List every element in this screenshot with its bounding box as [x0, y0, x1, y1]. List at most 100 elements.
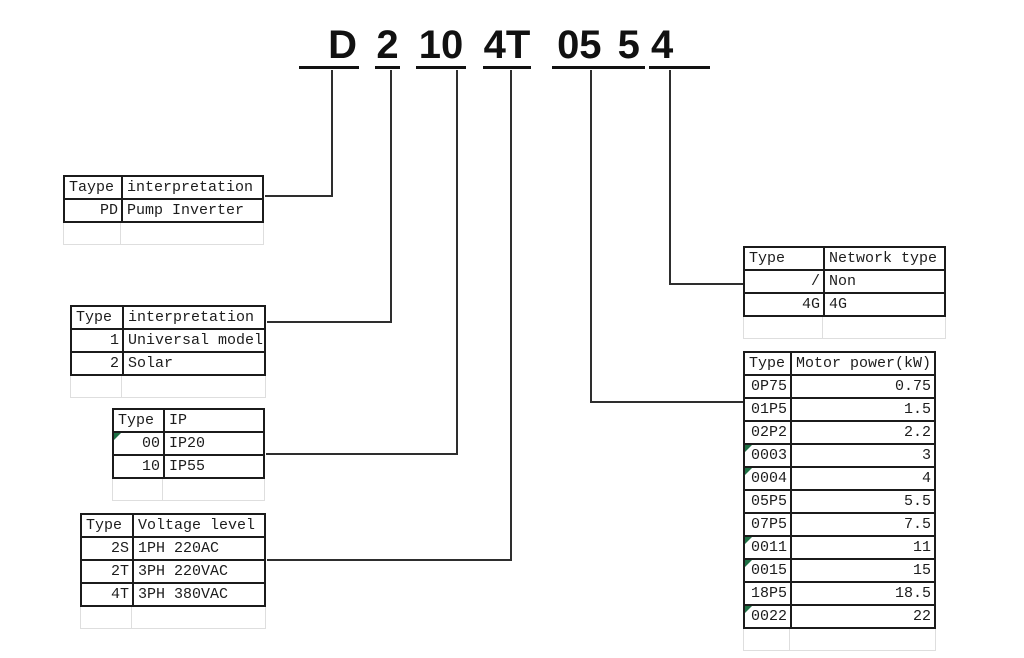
connector-voltage-vertical [510, 70, 512, 561]
cell: 22 [790, 606, 934, 627]
empty-grid-row [63, 223, 264, 245]
cell: 0004 [745, 468, 790, 489]
connector-ip-horizontal [266, 453, 458, 455]
code-segment-model: 2 [375, 23, 400, 69]
connector-network-horizontal [669, 283, 744, 285]
green-corner-marker-icon [114, 433, 121, 440]
green-corner-marker-icon [745, 445, 752, 452]
cell: 4G [823, 294, 944, 315]
empty-grid-cell [121, 376, 264, 397]
column-header: Type [86, 517, 123, 534]
empty-grid-row [70, 376, 266, 398]
empty-grid-row [112, 479, 265, 501]
cell: 0022 [745, 606, 790, 627]
cell: 1PH 220AC [132, 538, 264, 559]
green-corner-marker-icon [745, 468, 752, 475]
cell: 10 [141, 458, 160, 475]
empty-grid-row [743, 317, 946, 339]
connector-motor-vertical [590, 70, 592, 403]
cell: 1 [109, 332, 119, 349]
cell: 2 [109, 355, 119, 372]
code-segment-voltage: 4T [483, 23, 531, 69]
cell: 2S [110, 540, 129, 557]
column-header: Taype [69, 179, 115, 196]
cell: 05P5 [750, 493, 787, 510]
column-header: Type [749, 250, 786, 267]
empty-grid-cell [71, 376, 121, 397]
connector-pd-vertical [331, 70, 333, 197]
cell: 4G [801, 296, 820, 313]
empty-grid-cell [131, 607, 264, 628]
column-header: Motor power(kW) [790, 353, 934, 374]
cell: PD [99, 202, 118, 219]
empty-grid-cell [744, 629, 789, 650]
cell: Non [823, 271, 944, 292]
empty-grid-row [80, 607, 266, 629]
empty-grid-cell [744, 317, 822, 338]
cell: 0011 [745, 537, 790, 558]
empty-grid-row [743, 629, 936, 651]
connector-pd-horizontal [265, 195, 333, 197]
cell: 0.75 [790, 376, 934, 397]
cell: Universal model [122, 330, 264, 351]
connector-model-horizontal [267, 321, 392, 323]
cell: 02P2 [750, 424, 787, 441]
column-header: Type [749, 355, 786, 372]
cell: 4 [790, 468, 934, 489]
cell: 18.5 [790, 583, 934, 604]
cell: 15 [790, 560, 934, 581]
empty-grid-cell [120, 223, 262, 244]
green-corner-marker-icon [745, 560, 752, 567]
empty-grid-cell [81, 607, 131, 628]
empty-grid-cell [162, 479, 263, 500]
cell: 4T [110, 586, 129, 603]
cell: IP20 [163, 433, 263, 454]
cell: 2.2 [790, 422, 934, 443]
cell: Solar [122, 353, 264, 374]
empty-grid-cell [64, 223, 120, 244]
empty-grid-cell [789, 629, 934, 650]
cell: 7.5 [790, 514, 934, 535]
cell: 5.5 [790, 491, 934, 512]
connector-ip-vertical [456, 70, 458, 455]
cell: 1.5 [790, 399, 934, 420]
green-corner-marker-icon [745, 537, 752, 544]
column-header: IP [163, 410, 263, 431]
cell: 2T [110, 563, 129, 580]
green-corner-marker-icon [745, 606, 752, 613]
column-header: interpretation [121, 177, 262, 198]
cell: Pump Inverter [121, 200, 262, 221]
cell: 11 [790, 537, 934, 558]
column-header: interpretation [122, 307, 264, 328]
code-segment-pd: D [299, 22, 359, 69]
empty-grid-cell [113, 479, 162, 500]
